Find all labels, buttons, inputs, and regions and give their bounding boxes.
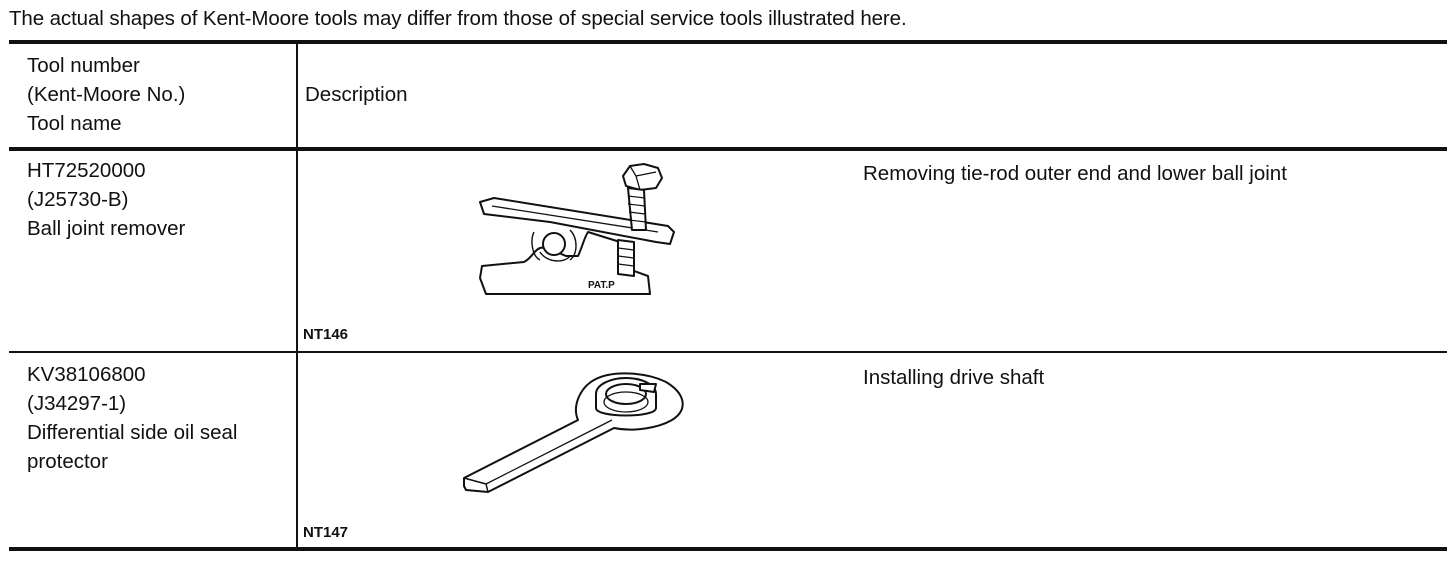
tool-name: Differential side oil seal — [27, 421, 238, 444]
tool-row-ball-joint-remover: HT72520000 (J25730-B) Ball joint remover — [27, 156, 185, 243]
kent-moore-number: (J34297-1) — [27, 392, 127, 415]
figure-code: NT147 — [303, 524, 349, 541]
header-tool-number: Tool number — [27, 54, 140, 77]
column-divider — [296, 43, 298, 548]
tool-description: Removing tie-rod outer end and lower bal… — [863, 162, 1287, 185]
header-tool-column: Tool number (Kent-Moore No.) Tool name — [27, 51, 185, 138]
figure-code: NT146 — [303, 326, 349, 343]
figure-label: PAT.P — [588, 280, 615, 291]
table-bottom-rule — [9, 547, 1447, 551]
row-divider — [9, 351, 1447, 353]
ball-joint-remover-illustration: PAT.P — [479, 163, 675, 295]
header-bottom-rule — [9, 147, 1447, 151]
header-tool-name: Tool name — [27, 112, 122, 135]
header-description: Description — [305, 83, 408, 106]
tool-description: Installing drive shaft — [863, 366, 1045, 389]
tool-number: HT72520000 — [27, 159, 146, 182]
oil-seal-protector-illustration — [463, 372, 684, 493]
kent-moore-number: (J25730-B) — [27, 188, 129, 211]
table-top-rule — [9, 40, 1447, 44]
tool-name-continued: protector — [27, 450, 108, 473]
tool-row-oil-seal-protector: KV38106800 (J34297-1) Differential side … — [27, 360, 237, 476]
table-note: The actual shapes of Kent-Moore tools ma… — [9, 7, 907, 30]
tool-number: KV38106800 — [27, 363, 146, 386]
tool-name: Ball joint remover — [27, 217, 186, 240]
header-kent-moore-no: (Kent-Moore No.) — [27, 83, 186, 106]
